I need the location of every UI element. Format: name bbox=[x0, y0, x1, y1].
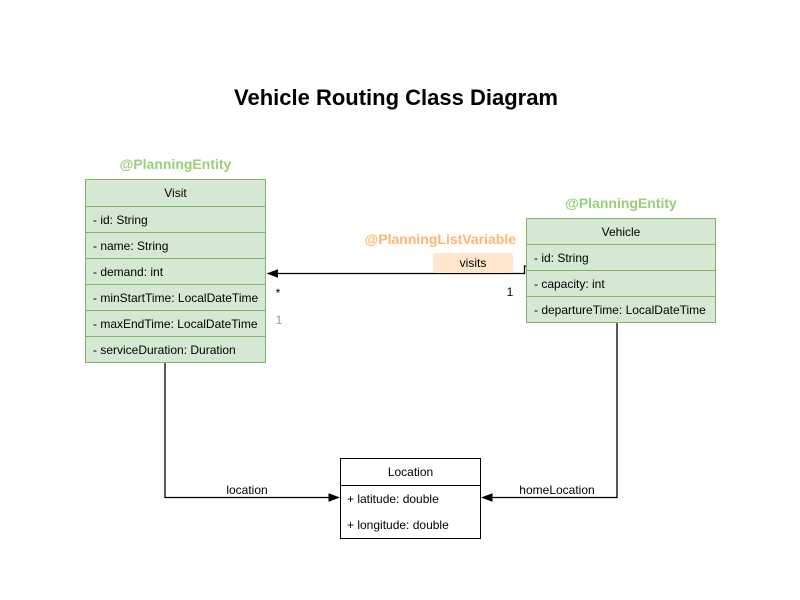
planning-entity-annotation-visit: @PlanningEntity bbox=[119, 156, 232, 172]
visits-connector[interactable] bbox=[266, 265, 527, 278]
class-attribute: - demand: int bbox=[86, 258, 265, 284]
multiplicity-one-secondary: 1 bbox=[275, 313, 283, 327]
multiplicity-star: * bbox=[275, 286, 281, 300]
arrowhead-icon bbox=[328, 493, 340, 502]
class-visit[interactable]: Visit - id: String - name: String - dema… bbox=[85, 179, 266, 363]
home-location-edge-label: homeLocation bbox=[519, 483, 595, 497]
diagram-title: Vehicle Routing Class Diagram bbox=[234, 85, 558, 110]
class-attribute: - name: String bbox=[86, 232, 265, 258]
planning-entity-annotation-vehicle: @PlanningEntity bbox=[565, 195, 677, 211]
visits-edge-label: visits bbox=[433, 253, 513, 273]
class-attribute: - maxEndTime: LocalDateTime bbox=[86, 310, 265, 336]
class-attribute: + latitude: double bbox=[347, 492, 439, 506]
class-attribute: - capacity: int bbox=[527, 270, 715, 296]
location-edge-label: location bbox=[226, 483, 268, 497]
class-location[interactable]: Location + latitude: double + longitude:… bbox=[340, 458, 481, 539]
class-attribute: + longitude: double bbox=[347, 518, 449, 532]
arrowhead-icon bbox=[481, 493, 493, 502]
arrowhead-icon bbox=[266, 269, 278, 278]
class-attribute: - minStartTime: LocalDateTime bbox=[86, 284, 265, 310]
location-connector[interactable] bbox=[164, 362, 340, 502]
class-attribute: - id: String bbox=[86, 206, 265, 232]
home-location-connector[interactable] bbox=[481, 322, 618, 502]
class-vehicle[interactable]: Vehicle - id: String - capacity: int - d… bbox=[526, 218, 716, 323]
class-name-visit: Visit bbox=[164, 186, 187, 200]
class-attribute: - departureTime: LocalDateTime bbox=[527, 296, 715, 322]
class-attribute: - serviceDuration: Duration bbox=[86, 336, 265, 362]
multiplicity-one: 1 bbox=[506, 285, 514, 299]
class-name-vehicle: Vehicle bbox=[601, 224, 641, 239]
planning-list-variable-annotation: @PlanningListVariable bbox=[364, 231, 516, 247]
class-name-location: Location bbox=[341, 459, 480, 486]
class-attribute: - id: String bbox=[527, 244, 715, 270]
